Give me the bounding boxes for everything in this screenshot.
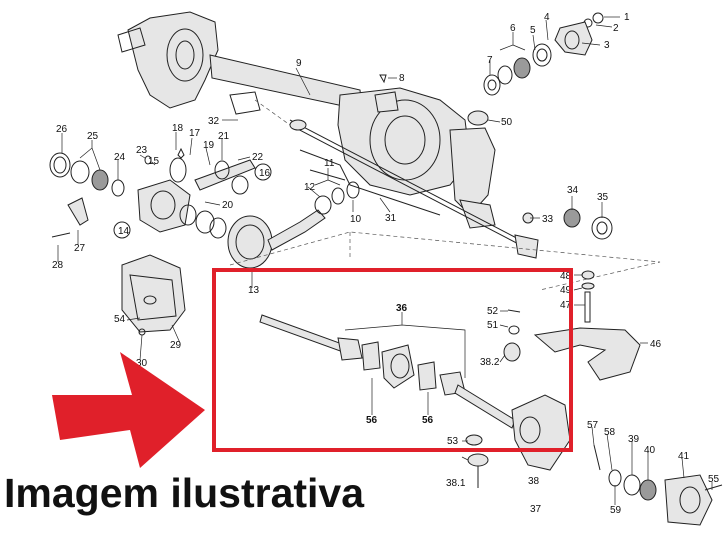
callout-35: 35 [597, 192, 609, 203]
caption-watermark: Imagem ilustrativa [4, 470, 365, 516]
callout-48: 48 [560, 271, 572, 282]
callout-1: 1 [624, 12, 630, 23]
callout-57: 57 [587, 420, 599, 431]
callout-30: 30 [136, 358, 148, 369]
lower-parts [467, 444, 723, 526]
callout-38-2: 38.2 [480, 357, 500, 368]
callout-4: 4 [544, 12, 550, 23]
callout-47: 47 [560, 300, 572, 311]
callout-12: 12 [304, 182, 316, 193]
callout-56-left: 56 [366, 415, 378, 426]
callout-46: 46 [650, 339, 662, 350]
callout-2: 2 [613, 23, 619, 34]
callout-38: 38 [528, 476, 540, 487]
callout-40: 40 [644, 445, 656, 456]
callout-55: 55 [708, 474, 720, 485]
callout-17: 17 [189, 128, 201, 139]
callout-13: 13 [248, 285, 260, 296]
differential-group [49, 147, 272, 239]
callout-7: 7 [487, 55, 493, 66]
callout-labels: 1 2 3 4 5 6 7 8 9 10 11 12 13 14 15 16 1… [52, 12, 720, 516]
callout-38-1: 38.1 [446, 478, 466, 489]
ring-pinion [227, 181, 360, 269]
callout-5: 5 [530, 25, 536, 36]
callout-25: 25 [87, 131, 99, 142]
callout-27: 27 [74, 243, 86, 254]
callout-32: 32 [208, 116, 220, 127]
callout-19: 19 [203, 140, 215, 151]
pointer-arrow [52, 352, 205, 468]
tie-rod [289, 119, 539, 259]
callout-54: 54 [114, 314, 126, 325]
callout-52: 52 [487, 306, 499, 317]
assembly-lines [229, 99, 661, 291]
leader-lines [57, 16, 713, 505]
callout-20: 20 [222, 200, 234, 211]
axle-shaft-assembly [259, 309, 571, 471]
callout-31: 31 [385, 213, 397, 224]
callout-26: 26 [56, 124, 68, 135]
callout-23: 23 [136, 145, 148, 156]
callout-9: 9 [296, 58, 302, 69]
callout-18: 18 [172, 123, 184, 134]
spindle-parts-top [379, 12, 604, 126]
callout-50: 50 [501, 117, 513, 128]
callout-14: 14 [118, 226, 130, 237]
callout-10: 10 [350, 214, 362, 225]
callout-15: 15 [148, 156, 160, 167]
callout-41: 41 [678, 451, 690, 462]
callout-37: 37 [530, 504, 542, 515]
callout-8: 8 [399, 73, 405, 84]
callout-3: 3 [604, 40, 610, 51]
right-bearings [563, 208, 613, 240]
callout-16: 16 [259, 168, 271, 179]
axle-housing [117, 11, 496, 229]
callout-56-right: 56 [422, 415, 434, 426]
callout-49: 49 [560, 285, 572, 296]
callout-11: 11 [324, 158, 335, 169]
callout-24: 24 [114, 152, 126, 163]
callout-53: 53 [447, 436, 459, 447]
callout-29: 29 [170, 340, 182, 351]
callout-22: 22 [252, 152, 264, 163]
diff-cover [121, 254, 186, 336]
highlight-box [212, 268, 573, 452]
callout-6: 6 [510, 23, 516, 34]
callout-58: 58 [604, 427, 616, 438]
callout-28: 28 [52, 260, 64, 271]
callout-51: 51 [487, 320, 499, 331]
callout-39: 39 [628, 434, 640, 445]
callout-36: 36 [396, 303, 408, 314]
callout-33: 33 [542, 214, 554, 225]
callout-21: 21 [218, 131, 230, 142]
callout-59: 59 [610, 505, 622, 516]
callout-34: 34 [567, 185, 579, 196]
